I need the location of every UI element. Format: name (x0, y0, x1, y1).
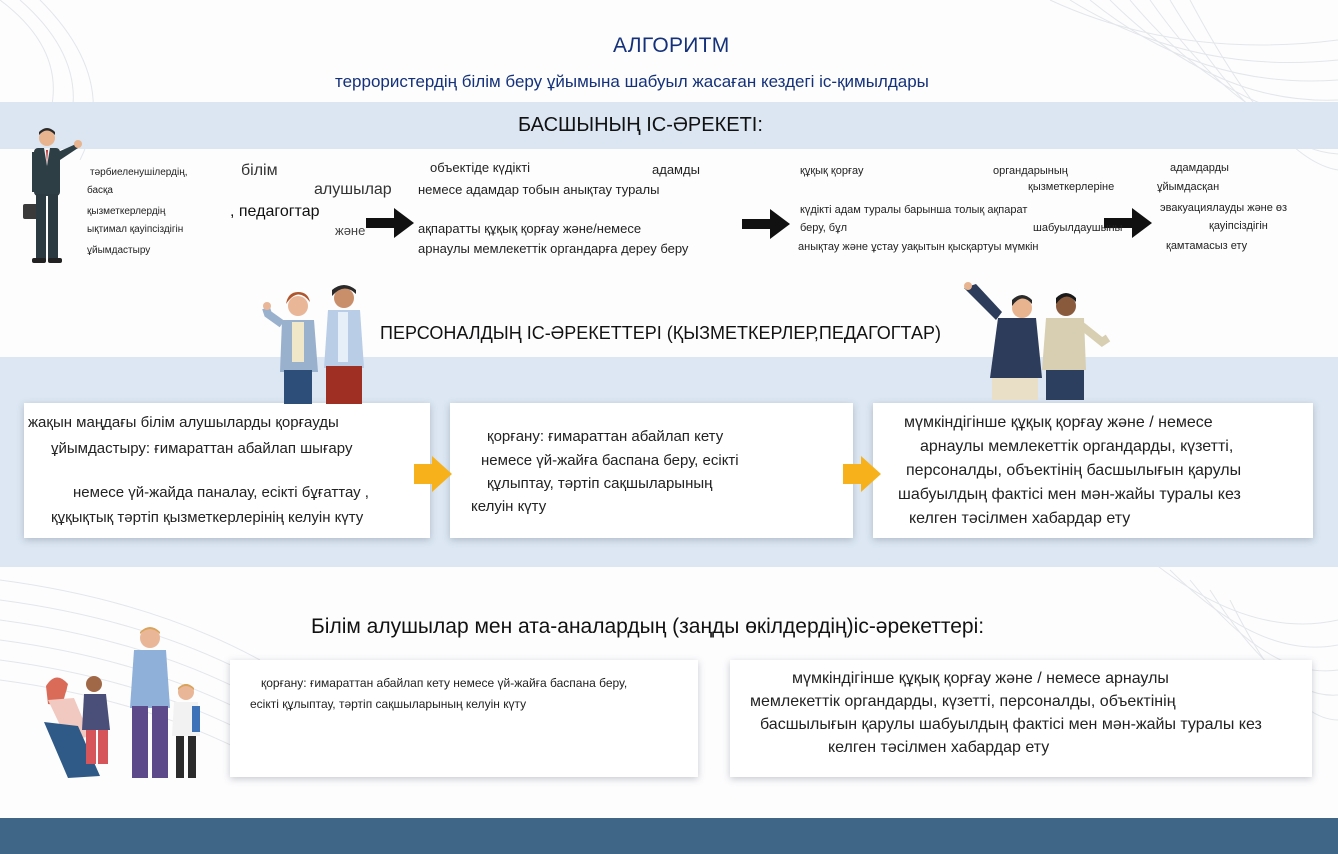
leader-col3-line3: қызметкерлеріне (1028, 181, 1115, 193)
leader-col3-line1: құқық қорғау (800, 165, 864, 177)
students-card-1 (230, 660, 698, 777)
students-card-2-line2: мемлекеттік органдарды, күзетті, персона… (750, 693, 1176, 710)
leader-col2-line5: арнаулы мемлекеттік органдарға дереу бер… (418, 241, 689, 256)
arrow-right-icon (366, 208, 414, 238)
leader-col4-line1: адамдарды (1170, 162, 1229, 174)
staff-card-1-line4: құқықтық тәртіп қызметкерлерінің келуін … (51, 509, 364, 526)
leader-col4-line3: эвакуациялауды және өз (1160, 202, 1288, 214)
leader-section-heading: БАСШЫНЫҢ ІС-ӘРЕКЕТІ: (518, 114, 763, 136)
leader-col1-word4: және (335, 223, 366, 238)
leader-col3-line7: анықтау және ұстау уақытын қысқартуы мүм… (798, 241, 1039, 253)
page-title: АЛГОРИТМ (613, 34, 730, 57)
staff-couple-illustration (262, 285, 364, 404)
students-card-1-line2: есікті құлыптау, тәртіп сақшыларының кел… (250, 697, 527, 711)
staff-section-heading: ПЕРСОНАЛДЫҢ ІС-ӘРЕКЕТТЕРІ (ҚЫЗМЕТКЕРЛЕР,… (380, 323, 941, 343)
leader-col3-line5: беру, бұл (800, 222, 848, 234)
leader-col1-word3: , педагогтар (230, 203, 320, 220)
footer-bar (0, 818, 1338, 854)
leader-col1-word1: білім (241, 162, 278, 179)
arrow-right-icon (742, 209, 790, 239)
leader-col2-line2: адамды (652, 162, 700, 177)
arrow-right-icon (1104, 208, 1152, 238)
leader-col1-line5: ұйымдастыру (87, 245, 151, 256)
staff-card-1-line2: ұйымдастыру: ғимараттан абайлап шығару (51, 440, 353, 457)
students-card-2-line4: келген тәсілмен хабардар ету (828, 739, 1050, 756)
chevron-arrow-icon (843, 456, 881, 492)
pointing-men-illustration (964, 282, 1111, 400)
staff-card-3-line1: мүмкіндігінше құқық қорғау және / немесе (904, 414, 1213, 431)
leader-col3-line6: шабуылдаушыны (1033, 222, 1123, 234)
leader-col1-line1: тәрбиеленушілердің, (90, 167, 188, 178)
students-section-heading: Білім алушылар мен ата-аналардың (заңды … (311, 615, 985, 638)
family-illustration (44, 627, 200, 778)
leader-col2-line1: объектіде күдікті (430, 160, 531, 175)
businessman-illustration (23, 128, 82, 263)
students-card-2-line3: басшылығын қарулы шабуылдың фактісі мен … (760, 716, 1262, 733)
leader-heading-band (0, 102, 1338, 149)
staff-card-1-line3: немесе үй-жайда паналау, есікті бұғаттау… (73, 484, 369, 501)
students-card-2-line1: мүмкіндігінше құқық қорғау және / немесе… (792, 670, 1169, 687)
staff-card-1 (24, 403, 430, 538)
leader-col1-word2: алушылар (314, 181, 392, 198)
staff-card-3-line5: келген тәсілмен хабардар ету (909, 510, 1131, 527)
leader-col4-line2: ұйымдасқан (1157, 181, 1220, 193)
leader-col2-line3: немесе адамдар тобын анықтау туралы (418, 182, 660, 197)
staff-card-3-line3: персоналды, объектінің басшылығын қарулы (906, 462, 1242, 479)
leader-col2-line4: ақпаратты құқық қорғау және/немесе (418, 221, 642, 236)
page-subtitle: террористердің білім беру ұйымына шабуыл… (335, 72, 929, 91)
leader-col4-line5: қамтамасыз ету (1166, 240, 1248, 252)
staff-card-2 (450, 403, 853, 538)
staff-card-1-line1: жақын маңдағы білім алушыларды қорғауды (28, 414, 339, 431)
chevron-arrow-icon (414, 456, 452, 492)
leader-col1-line4: ықтимал қауіпсіздігін (87, 224, 184, 235)
staff-card-2-line4: келуін күту (471, 498, 547, 515)
leader-col1-line3: қызметкерлердің (87, 206, 166, 217)
leader-col4-line4: қауіпсіздігін (1209, 220, 1268, 232)
students-card-1-line1: қорғану: ғимараттан абайлап кету немесе … (261, 676, 628, 690)
staff-card-3-line2: арнаулы мемлекеттік органдарды, күзетті, (920, 438, 1234, 455)
leader-col1-line2: басқа (87, 185, 113, 196)
staff-card-3-line4: шабуылдың фактісі мен мән-жайы туралы ке… (898, 486, 1241, 503)
staff-card-2-line2: немесе үй-жайға баспана беру, есікті (481, 452, 739, 469)
students-card-2 (730, 660, 1312, 777)
staff-card-2-line1: қорғану: ғимараттан абайлап кету (487, 428, 724, 445)
leader-col3-line4: күдікті адам туралы барынша толық ақпара… (800, 204, 1028, 216)
staff-card-2-line3: құлыптау, тәртіп сақшыларының (487, 475, 713, 492)
leader-col3-line2: органдарының (993, 165, 1068, 177)
staff-card-3 (873, 403, 1313, 538)
